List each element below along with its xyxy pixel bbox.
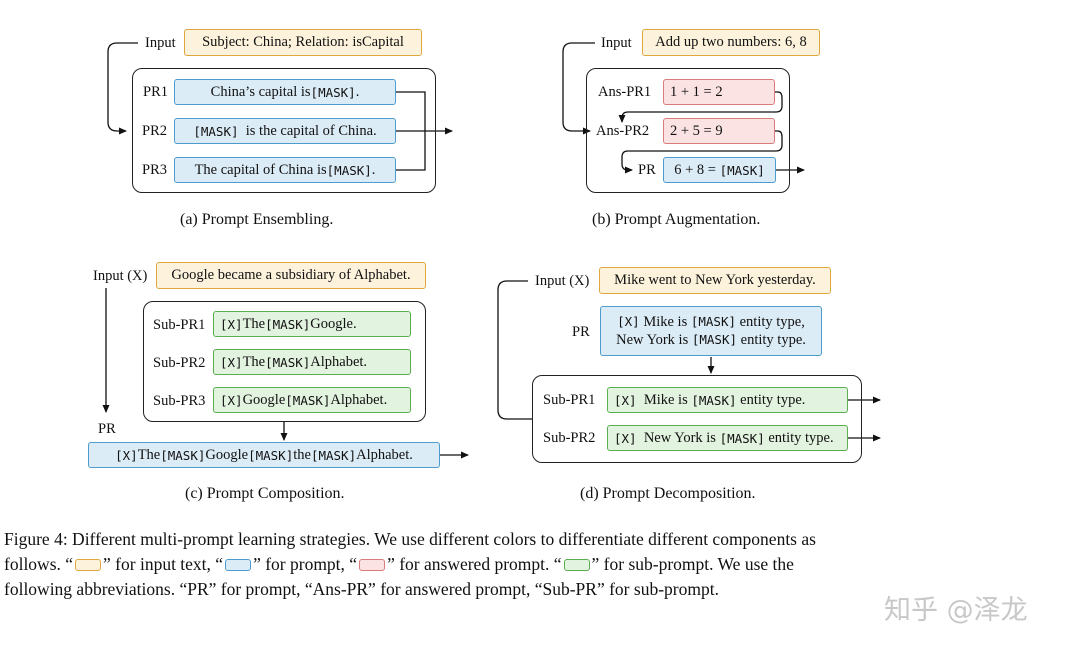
pr-label: PR [98,421,116,437]
panel-caption: (b) Prompt Augmentation. [592,211,761,228]
sub-prompt-box-2: [X] The [MASK] Alphabet. [213,349,411,375]
watermark: 知乎 @泽龙 [884,595,1028,626]
sub-prompts-frame [143,301,426,422]
sub-prompt-color-swatch [563,559,590,571]
sub-prompts-frame [532,375,862,463]
prompt-box-pr3: The capital of China is [MASK]. [174,157,396,183]
pr1-label: PR1 [143,84,168,100]
prompt-box-pr1: China’s capital is [MASK]. [174,79,396,105]
sub-pr2-label: Sub-PR2 [153,355,206,371]
input-label: Input [601,35,632,51]
panel-caption: (a) Prompt Ensembling. [180,211,334,228]
sub-prompt-box-2: [X] New York is [MASK] entity type. [607,425,848,451]
prompt-color-swatch [225,559,252,571]
sub-pr1-label: Sub-PR1 [153,317,206,333]
sub-prompt-box-3: [X] Google [MASK] Alphabet. [213,387,411,413]
composed-prompt-box: [X] The [MASK] Google [MASK] the [MASK] … [88,442,440,468]
arrow-ans2-to-pr-b [621,130,783,174]
caption-line-3: following abbreviations. “PR” for prompt… [4,579,719,599]
pr-label: PR [638,162,656,178]
arrow-input-to-subs-d [497,280,532,420]
arrow-ans1-to-ans2-b [618,91,783,123]
panel-caption: (d) Prompt Decomposition. [580,485,756,502]
input-text-box: Add up two numbers: 6, 8 [642,29,820,56]
prompt-box-pr2: [MASK] is the capital of China. [174,118,396,144]
prompts-frame [586,68,790,193]
prompt-box: 6 + 8 = [MASK] [663,157,776,183]
sub-pr1-label: Sub-PR1 [543,392,596,408]
prompts-frame [132,68,436,193]
figure-caption: Figure 4: Different multi-prompt learnin… [4,527,1004,602]
ans-pr2-label: Ans-PR2 [596,123,650,139]
arrow-input-to-ans2-b [562,42,595,135]
decomposable-prompt-box: [X] Mike is [MASK] entity type, New York… [600,306,822,356]
answered-prompt-color-swatch [359,559,386,571]
input-text-box: Mike went to New York yesterday. [599,267,831,294]
answered-prompt-box-2: 2 + 5 = 9 [663,118,775,144]
caption-line-1: Figure 4: Different multi-prompt learnin… [4,529,816,549]
pr2-label: PR2 [142,123,167,139]
input-label: Input (X) [535,273,590,289]
pr-label: PR [572,324,590,340]
answered-prompt-box-1: 1 + 1 = 2 [663,79,775,105]
ans-pr1-label: Ans-PR1 [598,84,652,100]
panel-caption: (c) Prompt Composition. [185,485,345,502]
input-label: Input (X) [93,268,148,284]
input-text-box: Subject: China; Relation: isCapital [184,29,422,56]
sub-pr2-label: Sub-PR2 [543,430,596,446]
sub-prompt-box-1: [X] Mike is [MASK] entity type. [607,387,848,413]
input-label: Input [145,35,176,51]
sub-pr3-label: Sub-PR3 [153,393,206,409]
arrow-input-to-pr2-a [107,42,138,135]
input-text-box: Google became a subsidiary of Alphabet. [156,262,426,289]
sub-prompt-box-1: [X] The [MASK] Google. [213,311,411,337]
pr3-label: PR3 [142,162,167,178]
caption-line-2: follows. “” for input text, “” for promp… [4,554,794,574]
input-color-swatch [75,559,102,571]
